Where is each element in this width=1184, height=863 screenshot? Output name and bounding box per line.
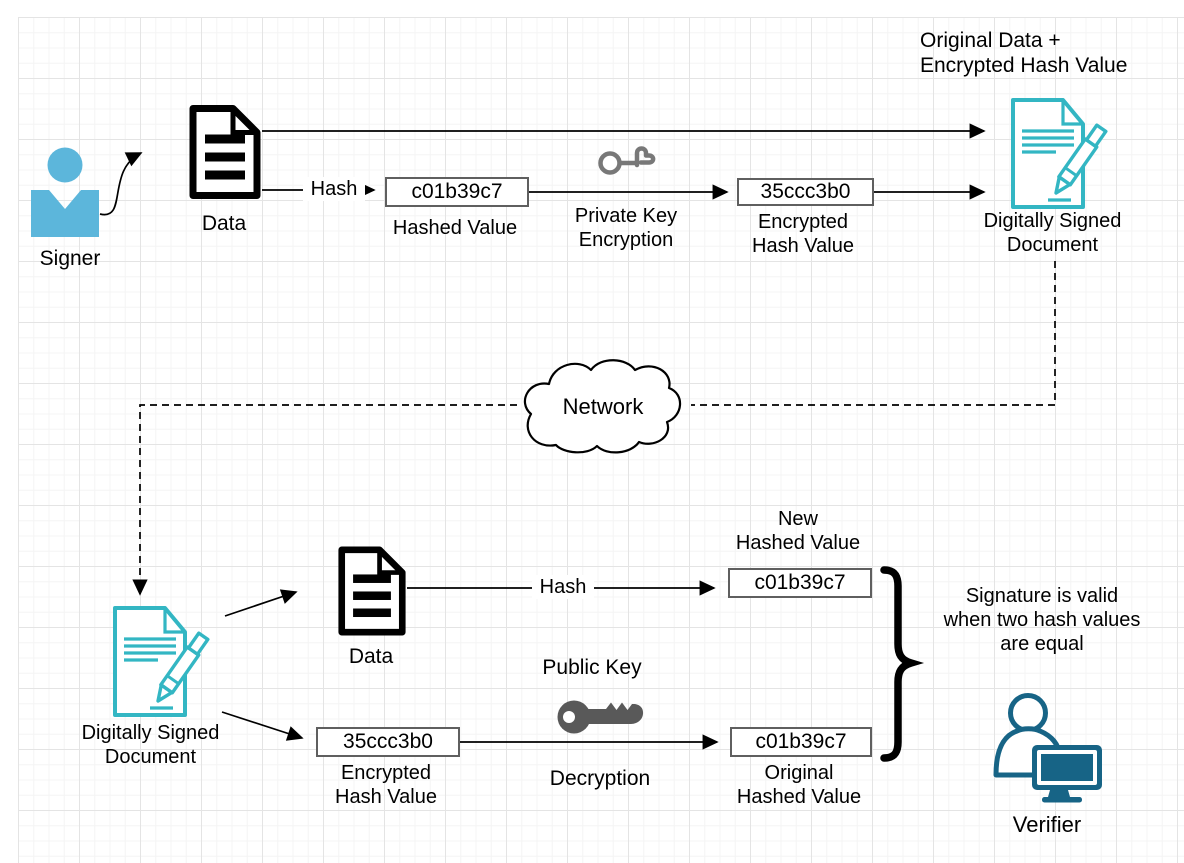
digitally-signed-document-icon-bottom <box>112 604 224 719</box>
arrow-signed-doc-to-data-bottom <box>224 589 298 617</box>
validity-note: Signature is valid when two hash values … <box>943 585 1141 655</box>
original-hashed-value-caption: Original Hashed Value <box>736 762 862 808</box>
public-key-caption: Public Key <box>542 656 642 679</box>
curly-brace <box>880 566 925 762</box>
hash-edge-label-bottom: Hash <box>532 575 594 599</box>
digitally-signed-document-icon-top <box>1010 96 1122 211</box>
data-document-icon-top <box>188 104 262 200</box>
public-key-icon <box>557 700 644 734</box>
private-key-icon <box>598 146 656 175</box>
original-data-note: Original Data + Encrypted Hash Value <box>920 29 1128 78</box>
arrow-signer-to-data <box>99 152 143 216</box>
verifier-icon <box>993 693 1102 803</box>
dashed-network-to-signed-doc <box>132 404 517 596</box>
arrow-signed-doc-to-encrypted-bottom <box>221 711 304 741</box>
private-key-encryption-caption: Private Key Encryption <box>574 205 678 251</box>
signer-head <box>47 147 83 183</box>
verifier-label: Verifier <box>1012 812 1082 837</box>
signer-label: Signer <box>39 247 101 270</box>
data-document-icon-bottom <box>337 546 407 636</box>
signer-icon <box>31 147 99 237</box>
hashed-value-box: c01b39c7 <box>385 177 529 207</box>
dashed-signed-doc-to-network <box>691 261 1056 406</box>
hash-edge-label-top: Hash <box>303 177 365 201</box>
encrypted-hash-caption-top: Encrypted Hash Value <box>752 211 854 257</box>
new-hashed-value-box: c01b39c7 <box>728 568 872 598</box>
network-label: Network <box>562 394 644 419</box>
new-hashed-value-caption: New Hashed Value <box>735 508 861 554</box>
data-label-top: Data <box>201 212 247 235</box>
signed-doc-caption-bottom: Digitally Signed Document <box>81 722 220 768</box>
hashed-value-caption: Hashed Value <box>392 217 518 239</box>
network-cloud-icon <box>523 359 682 454</box>
encrypted-hash-box-top: 35ccc3b0 <box>737 178 874 206</box>
signed-doc-caption-top: Digitally Signed Document <box>983 210 1122 256</box>
data-label-bottom: Data <box>348 645 394 668</box>
signer-body <box>31 190 99 237</box>
encrypted-hash-box-bottom: 35ccc3b0 <box>316 727 460 757</box>
original-hashed-value-box: c01b39c7 <box>730 727 872 757</box>
decryption-caption: Decryption <box>549 767 651 790</box>
encrypted-hash-caption-bottom: Encrypted Hash Value <box>335 762 437 808</box>
monitor-icon <box>1032 745 1102 803</box>
verifier-head <box>1008 693 1048 733</box>
